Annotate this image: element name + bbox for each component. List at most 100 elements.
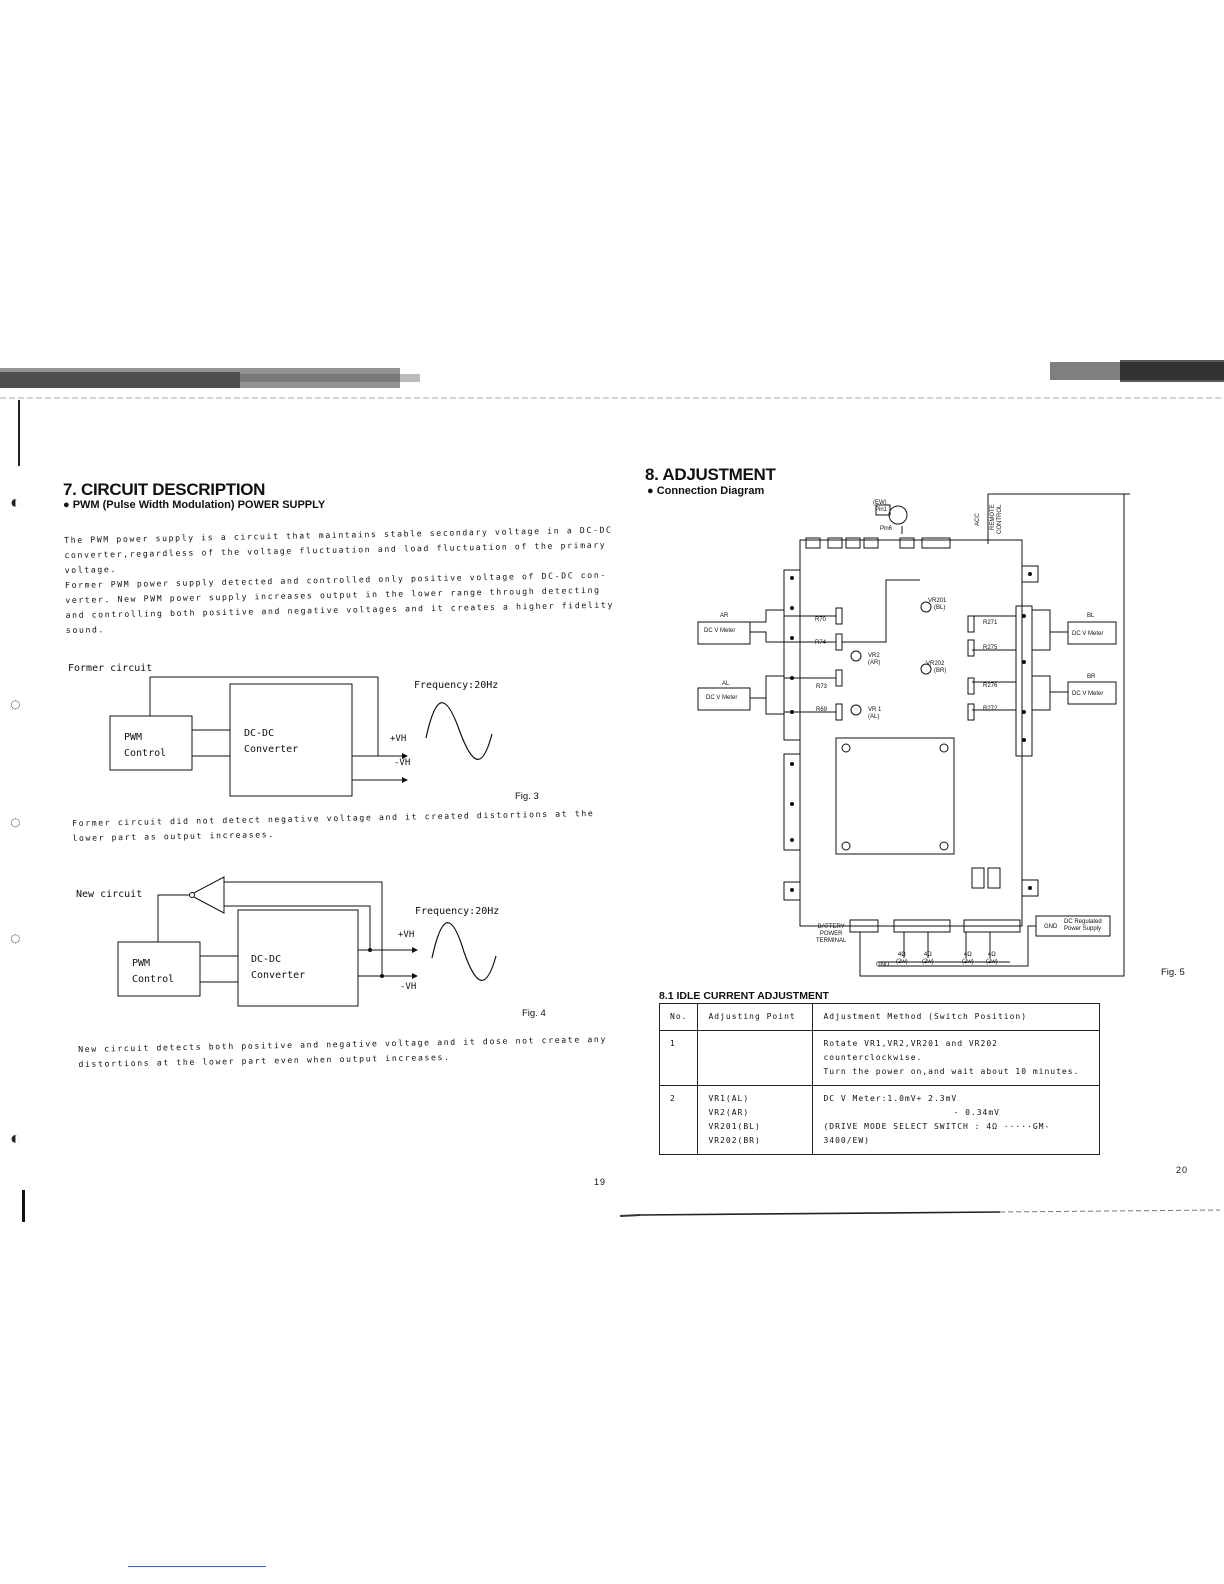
connection-diagram [697,493,1130,977]
ar-label: AR [720,613,729,619]
br-label: BR [1087,674,1096,680]
bullet-icon: ● [647,485,657,497]
left-margin-line [18,400,20,466]
fig3-title: Former circuit [68,663,153,674]
dc-v-meter-br: DC V Meter [1072,691,1104,697]
page-number-left: 19 [594,1177,607,1187]
fig4-note: New circuit detects both positive and ne… [78,1032,607,1072]
load-label: 4Ω (2w) [962,952,974,966]
r73-label: R73 [816,684,828,690]
gnd-label-bottom: GND [876,962,890,968]
header-no: No. [658,1003,699,1031]
battery-label: BATTERY POWER TERMINAL [816,924,846,945]
load-ohm: 4Ω [987,952,996,958]
r271-label: R271 [983,620,998,626]
left-margin-line [22,1190,25,1222]
hole-mark: ◌ [10,928,21,948]
remote-label: REMOTE [990,504,996,530]
method-line: - 0.34mV [953,1108,1000,1117]
vr201-sub: (BL) [934,605,946,611]
vr2-text: VR2 [868,653,880,659]
battery-line: TERMINAL [816,938,847,944]
converter-label-line: DC-DC [244,728,275,739]
fig3-caption: Fig. 3 [515,791,539,802]
adjustment-title: 8. ADJUSTMENT [645,465,776,484]
dc-reg-line: Power Supply [1064,926,1102,932]
fig4-vh-neg: -VH [400,982,417,992]
pwm-label-line: Control [124,748,167,759]
cell-method: DC V Meter:1.0mV+ 2.3mV - 0.34mV (DRIVE … [812,1085,1101,1155]
point-line: VR1(AL) [708,1094,750,1103]
method-line: DC V Meter:1.0mV+ 2.3mV [823,1094,958,1103]
hole-mark: ◐ [10,1128,21,1148]
cell-no: 1 [658,1030,699,1086]
ew-label: (EW) [873,500,887,506]
bl-label: BL [1087,613,1095,619]
vr1-label: VR 1 (AL) [868,707,881,721]
cell-method: Rotate VR1,VR2,VR201 and VR202 countercl… [812,1030,1101,1086]
r74-label: R74 [815,640,827,646]
adjustment-table: No. Adjusting Point Adjustment Method (S… [658,1003,1101,1155]
gnd-label-right: GND [1044,924,1058,930]
fig4-diagram [117,876,497,1007]
load-ohm: 4Ω [963,952,972,958]
page-number-right: 20 [1176,1165,1189,1175]
fig3-frequency: Frequency:20Hz [414,680,499,691]
point-line: VR202(BR) [708,1136,761,1145]
load-ohm: 4Ω [897,952,906,958]
scan-edge-band [0,360,1224,399]
subsection-title: ● PWM (Pulse Width Modulation) POWER SUP… [63,499,325,511]
load-watt: (2w) [922,959,934,965]
load-label: 4Ω (2w) [986,952,998,966]
converter-label-line: Converter [244,744,299,755]
method-line: Rotate VR1,VR2,VR201 and VR202 countercl… [823,1039,998,1062]
control-label: CONTROL [997,504,1003,534]
fig3-converter-label: DC-DC Converter [244,726,298,758]
bottom-link-line [128,1566,266,1567]
fig4-frequency: Frequency:20Hz [415,906,500,917]
load-watt: (2w) [896,959,908,965]
connection-diagram-title: ● Connection Diagram [647,485,764,497]
fig4-title: New circuit [76,889,143,900]
dc-reg-line: DC Regulated [1064,919,1102,925]
fig3-pwm-label: PWM Control [124,730,166,762]
table-row: 2 VR1(AL) VR2(AR) VR201(BL) VR202(BR) DC… [658,1085,1101,1155]
scan-bottom-line [620,1209,1220,1217]
load-ohm: 4Ω [923,952,932,958]
r70-label: R70 [815,617,827,623]
pwm-label-line: Control [132,974,175,985]
load-label: 4Ω (2w) [896,952,908,966]
converter-label-line: DC-DC [251,954,282,965]
vr2-label: VR2 (AR) [868,653,880,667]
hole-mark: ◌ [10,694,21,714]
dc-regulated-label: DC Regulated Power Supply [1064,919,1102,933]
fig4-pwm-label: PWM Control [132,956,174,988]
hole-mark: ◐ [10,492,21,512]
vr202-text: VR202 [926,661,945,667]
vr2-sub: (AR) [868,660,881,666]
load-label: 4Ω (2w) [922,952,934,966]
point-line: VR2(AR) [708,1108,750,1117]
header-adjusting-point: Adjusting Point [697,1003,814,1031]
pwm-label-line: PWM [124,732,143,743]
cell-no: 2 [658,1085,699,1155]
converter-label-line: Converter [251,970,306,981]
vr201-label: VR201 (BL) [928,598,946,612]
table-row: 1 Rotate VR1,VR2,VR201 and VR202 counter… [658,1030,1101,1086]
cell-point: VR1(AL) VR2(AR) VR201(BL) VR202(BR) [697,1085,814,1155]
vr202-sub: (BR) [934,668,947,674]
idle-current-title: 8.1 IDLE CURRENT ADJUSTMENT [659,990,829,1002]
dc-v-meter-ar: DC V Meter [704,628,736,634]
vr1-sub: (AL) [868,714,880,720]
battery-line: BATTERY [817,924,845,930]
vr201-text: VR201 [928,598,947,604]
fig4-vh-pos: +VH [398,930,415,940]
r276-label: R276 [983,683,998,689]
fig4-converter-label: DC-DC Converter [251,952,305,984]
pwm-label-line: PWM [132,958,151,969]
subsection-title-text: PWM (Pulse Width Modulation) POWER SUPPL… [72,499,326,511]
dc-v-meter-bl: DC V Meter [1072,631,1104,637]
vr1-text: VR 1 [868,707,882,713]
method-line: (DRIVE MODE SELECT SWITCH : 4Ω ·····GM-3… [823,1122,1051,1145]
r69-label: R69 [816,707,828,713]
